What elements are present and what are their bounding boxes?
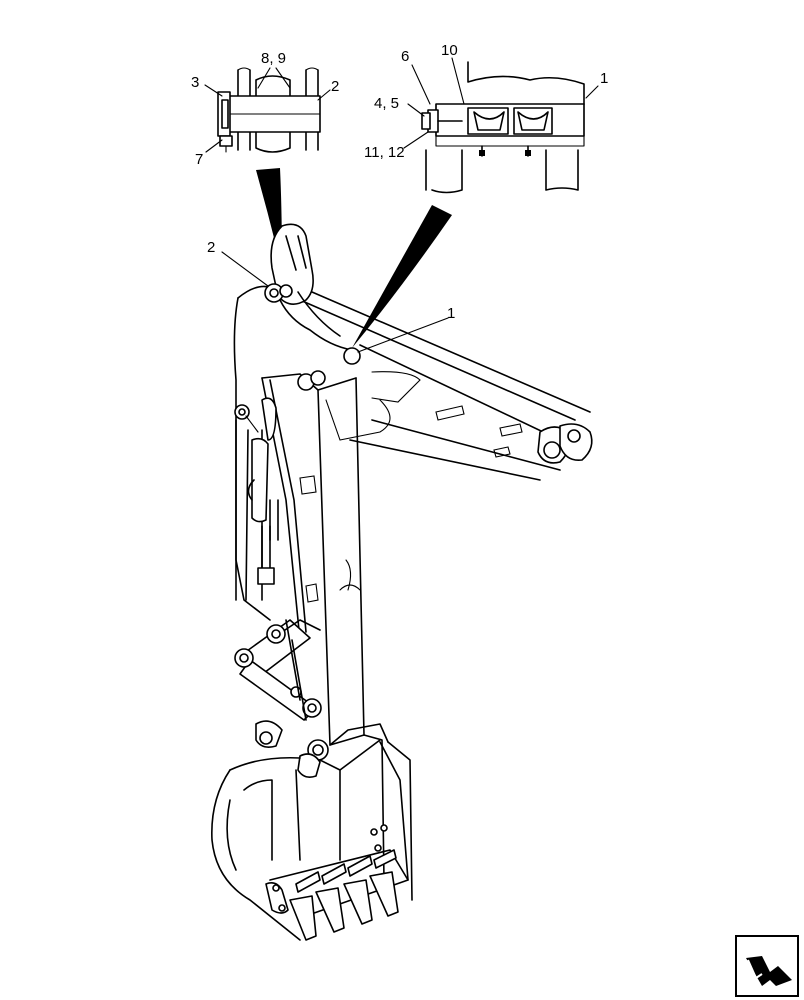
label-inset-right-4-5: 4, 5 bbox=[374, 95, 399, 112]
label-inset-left-8-9: 8, 9 bbox=[261, 50, 286, 67]
next-page-arrow-icon[interactable] bbox=[735, 935, 799, 997]
label-inset-left-7: 7 bbox=[195, 151, 203, 168]
label-main-2: 2 bbox=[207, 239, 215, 256]
callout-pointer-right bbox=[352, 205, 452, 348]
callout-pointer-left bbox=[256, 168, 282, 270]
inset-left-pin-detail bbox=[204, 67, 331, 153]
label-inset-right-11-12: 11, 12 bbox=[364, 144, 405, 161]
label-main-1: 1 bbox=[447, 305, 455, 322]
label-inset-right-10: 10 bbox=[441, 42, 458, 59]
inset-right-pin-detail bbox=[403, 57, 599, 194]
label-inset-left-2: 2 bbox=[331, 78, 339, 95]
excavator-arm-assembly bbox=[211, 223, 593, 941]
label-inset-right-6: 6 bbox=[401, 48, 409, 65]
label-inset-right-1: 1 bbox=[600, 70, 608, 87]
label-inset-left-3: 3 bbox=[191, 74, 199, 91]
